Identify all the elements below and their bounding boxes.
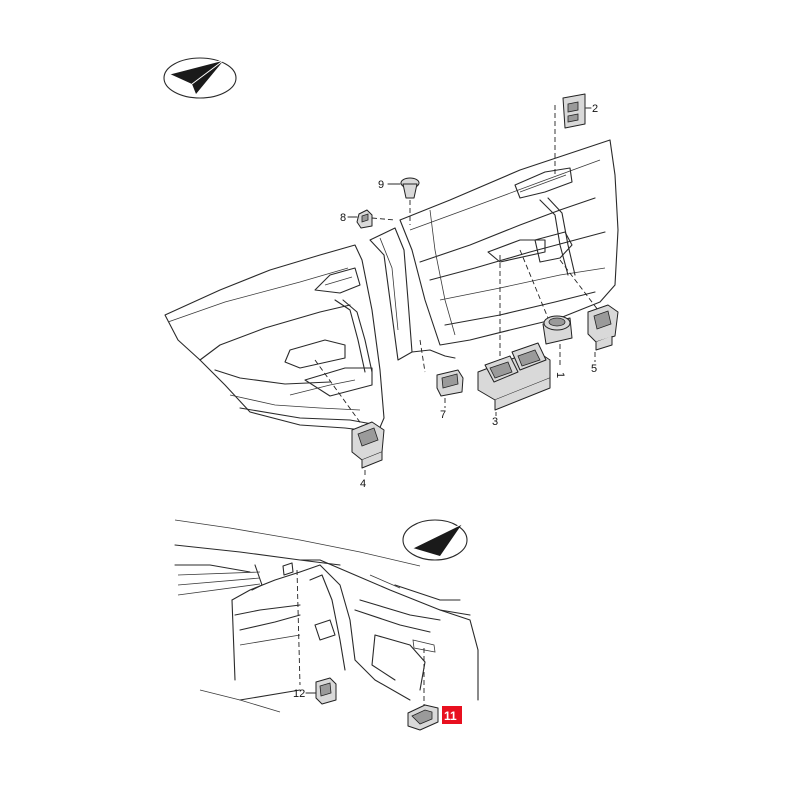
part-2-bracket [562,93,586,129]
part-5-window-switch [587,304,619,351]
callout-12: 12 [293,688,305,700]
part-7-switch [436,369,464,397]
part-9-clip [400,177,420,199]
part-3-master-switch [477,342,551,411]
callout-3: 3 [492,416,498,428]
callout-8: 8 [340,212,346,224]
callout-5: 5 [591,363,597,375]
callout-9: 9 [378,179,384,191]
callout-4: 4 [360,478,366,490]
part-11-lamp [407,704,439,731]
direction-arrow-icon [402,519,468,561]
part-8-clip [356,209,373,229]
b-pillar [369,227,456,361]
part-12-switch [315,677,337,705]
trunk-interior [174,519,479,713]
callout-1: 1 [554,372,566,378]
rear-door-panel [164,244,385,433]
callout-7: 7 [440,409,446,421]
callout-11-badge: 11 [442,706,462,724]
callout-11: 11 [444,709,457,723]
part-1-mirror-switch [542,315,573,345]
front-door-panel [399,139,619,346]
direction-arrow-icon [163,57,237,99]
part-4-window-switch [351,421,385,469]
callout-2: 2 [592,103,598,115]
